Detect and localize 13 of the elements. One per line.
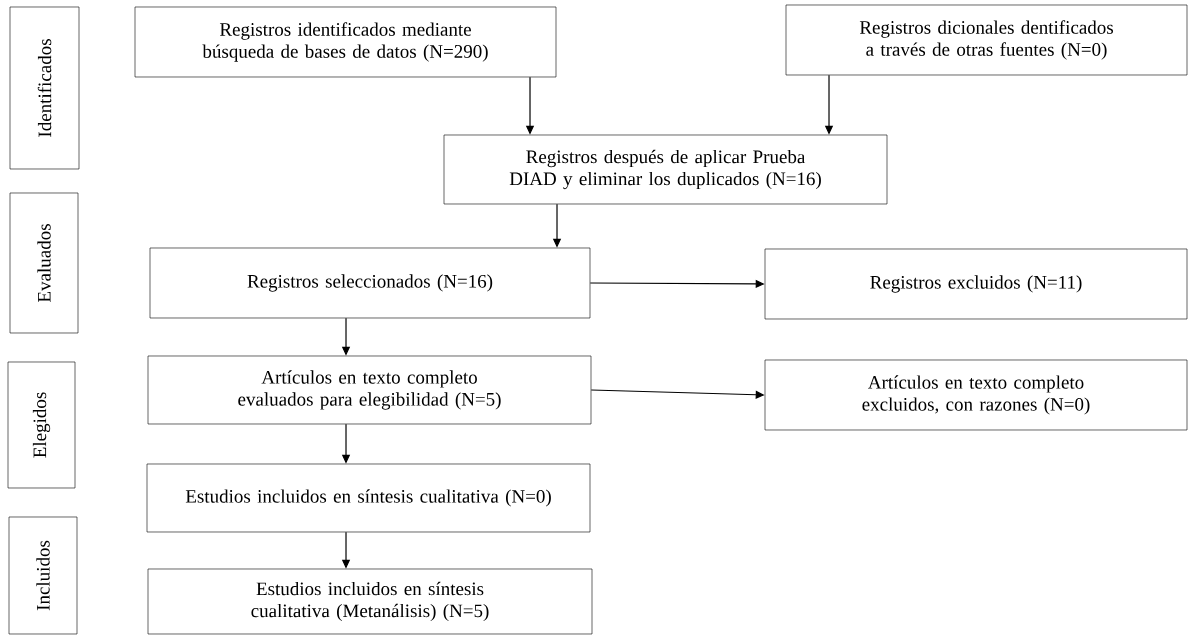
process-box: Estudios incluidos en síntesis cualitativa (N=0) [146, 463, 591, 533]
process-box: Estudios incluidos en síntesis cualitativa (Metanálisis) (N=5) [147, 568, 593, 635]
process-box: Registros después de aplicar Prueba DIAD y eliminar los duplicados (N=16) [443, 134, 888, 205]
process-box: Registros identificados mediante búsqueda de bases de datos (N=290) [134, 6, 557, 78]
stage-label-box: Evaluados [9, 192, 79, 334]
stage-label-box: Elegidos [7, 361, 76, 489]
process-box: Registros excluidos (N=11) [764, 248, 1188, 320]
process-box: Registros seleccionados (N=16) [149, 247, 591, 319]
process-box: Artículos en texto completo evaluados para elegibilidad (N=5) [147, 355, 592, 425]
stage-label-box: Identificados [9, 6, 80, 170]
stage-label-box: Incluidos [8, 516, 78, 635]
process-box: Registros dicionales dentificados a través de otras fuentes (N=0) [785, 4, 1188, 76]
process-box: Artículos en texto completo excluidos, con razones (N=0) [764, 359, 1188, 431]
